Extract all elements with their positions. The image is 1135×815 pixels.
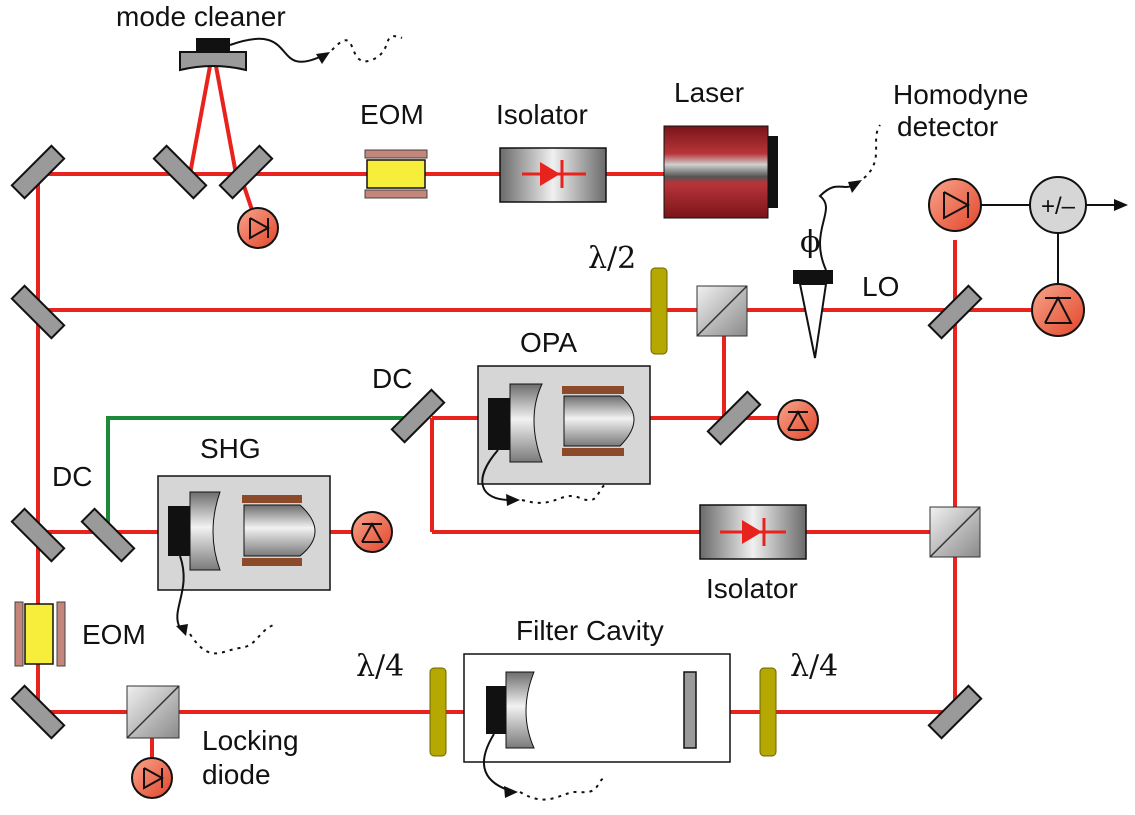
label-homodyne-line2: detector [897, 111, 998, 142]
label-locking-line2: diode [202, 759, 271, 790]
label-homodyne-line1: Homodyne [893, 79, 1028, 110]
waveplate-quarter-left [429, 667, 447, 757]
label-phi: ϕ [800, 225, 820, 260]
eom-left [14, 601, 66, 667]
eom-top [364, 149, 428, 199]
green-beam [106, 416, 425, 532]
label-lambda-half: λ/2 [588, 241, 636, 276]
label-lambda-quarter-right: λ/4 [790, 649, 838, 684]
waveplate-half [650, 267, 668, 355]
laser [663, 125, 778, 219]
label-dc-upper: DC [372, 363, 412, 394]
label-eom-left: EOM [82, 619, 146, 650]
label-plus-minus: +/– [1041, 193, 1076, 220]
mode-cleaner [179, 35, 403, 72]
label-lo: LO [862, 271, 899, 302]
label-opa: OPA [520, 327, 577, 358]
phase-shifter [793, 124, 881, 359]
opa [477, 365, 651, 506]
label-locking-line1: Locking [202, 725, 299, 756]
shg [157, 475, 331, 655]
beamsplitter-lo [696, 285, 748, 337]
label-isolator-top: Isolator [496, 99, 588, 130]
label-laser: Laser [674, 77, 744, 108]
label-eom-top: EOM [360, 99, 424, 130]
label-dc-lower: DC [52, 461, 92, 492]
homodyne-electronics [981, 176, 1128, 284]
isolator-bottom [699, 504, 807, 560]
isolator-top [499, 147, 607, 203]
detectors [131, 178, 1085, 799]
beamsplitter-locking [126, 685, 180, 739]
waveplate-quarter-right [759, 667, 777, 757]
label-lambda-quarter-left: λ/4 [356, 649, 404, 684]
mirrors [10, 144, 983, 740]
label-mode-cleaner: mode cleaner [116, 1, 286, 32]
label-filter-cavity: Filter Cavity [516, 615, 664, 646]
filter-cavity [463, 653, 731, 801]
label-shg: SHG [200, 433, 261, 464]
label-isolator-bottom: Isolator [706, 573, 798, 604]
beamsplitter-right [929, 506, 981, 558]
